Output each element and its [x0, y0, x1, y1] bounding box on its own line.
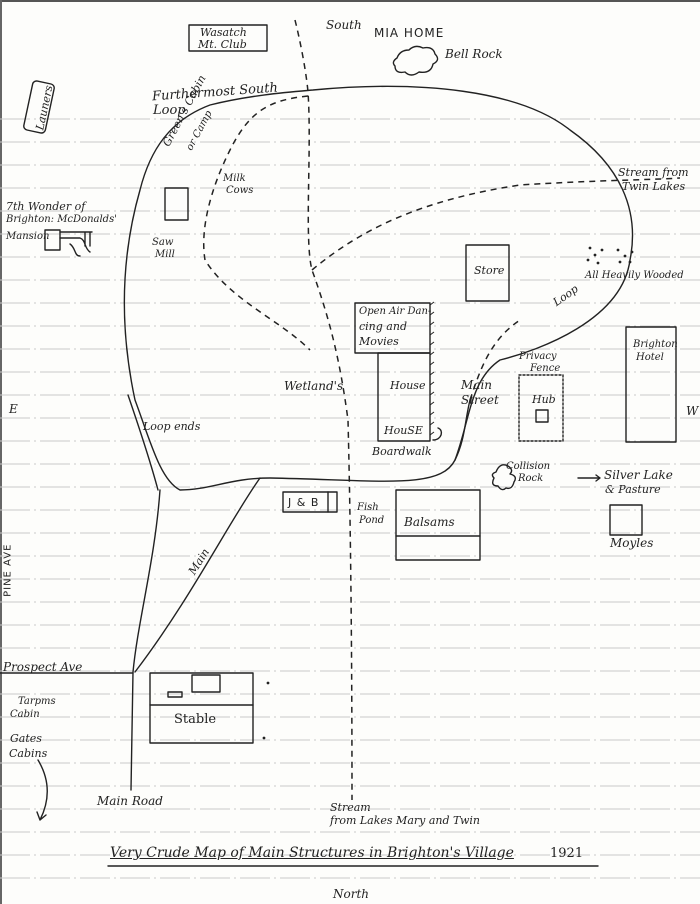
bell-rock	[392, 45, 439, 76]
label-main-road: Main Road	[97, 794, 163, 808]
label-tarpms-cabin: Cabin	[10, 709, 40, 720]
label-mt-club: Mt. Club	[198, 38, 247, 51]
compass-west: W	[686, 404, 699, 418]
label-lakes-mary-twin: from Lakes Mary and Twin	[330, 814, 480, 827]
label-fish: Fish	[357, 502, 379, 513]
jb-building	[282, 491, 338, 513]
map-year: 1921	[550, 846, 584, 861]
label-stream-from: Stream from	[618, 166, 689, 179]
stable-building	[149, 672, 254, 744]
label-bell-rock: Bell Rock	[445, 47, 503, 61]
greens-cabin-building	[164, 187, 189, 221]
label-saw: Saw	[152, 237, 174, 248]
label-house-2: HouSE	[384, 424, 423, 437]
scan-top-border	[0, 0, 700, 2]
label-jb: J & B	[288, 496, 320, 509]
house-building	[377, 352, 431, 442]
map-title: Very Crude Map of Main Structures in Bri…	[110, 845, 514, 861]
label-privacy: Privacy	[519, 351, 557, 362]
label-twin-lakes: Twin Lakes	[622, 180, 686, 193]
label-moyles: Moyles	[610, 536, 654, 550]
label-gates: Gates	[10, 732, 42, 745]
label-boardwalk: Boardwalk	[372, 445, 432, 458]
label-hub: Hub	[532, 393, 556, 406]
label-pasture: & Pasture	[605, 483, 661, 496]
label-mansion: Mansion	[6, 231, 50, 242]
label-rock: Rock	[518, 473, 544, 484]
brighton-hotel-building	[625, 326, 677, 443]
label-dancing-3: Movies	[359, 335, 399, 348]
mcdonalds-mansion	[44, 229, 61, 251]
label-wasatch: Wasatch	[200, 26, 247, 39]
label-loop-top: Loop	[153, 103, 186, 118]
launers-building	[23, 80, 55, 134]
wasatch-club-building	[188, 24, 268, 52]
label-pine-ave: PINE AVE	[2, 543, 14, 597]
label-pond: Pond	[359, 515, 385, 526]
label-tarpms: Tarpms	[18, 696, 56, 707]
label-brighton: Brighton	[633, 339, 678, 350]
label-stable: Stable	[174, 712, 217, 727]
label-store: Store	[474, 264, 505, 277]
label-milk: Milk	[223, 173, 246, 184]
label-loop-ends: Loop ends	[143, 420, 201, 433]
label-hotel: Hotel	[636, 352, 664, 363]
compass-north: North	[333, 887, 370, 901]
label-7th-wonder: 7th Wonder of	[6, 200, 86, 213]
privacy-fence	[518, 374, 564, 442]
label-stream-mary: Stream	[330, 801, 371, 814]
label-house-1: House	[390, 379, 426, 392]
collision-rock	[491, 464, 517, 491]
milk-cows-path	[202, 95, 311, 351]
label-silver-lake: Silver Lake	[604, 468, 673, 482]
stream-mary-twin	[294, 19, 353, 801]
label-main-street-1: Main	[461, 378, 493, 392]
label-wetlands: Wetland's	[284, 379, 344, 393]
left-road	[130, 489, 161, 791]
label-balsams: Balsams	[404, 515, 455, 529]
label-heavily-wooded: All Heavily Wooded	[585, 270, 684, 281]
label-dancing-1: Open Air Dan-	[359, 306, 432, 317]
label-cows: Cows	[226, 185, 254, 196]
hub-building	[535, 409, 549, 423]
label-dancing-2: cing and	[359, 320, 407, 333]
compass-east: E	[9, 402, 18, 416]
scan-left-border	[0, 0, 2, 904]
label-mcdonalds: Brighton: McDonalds'	[6, 214, 117, 225]
moyles-building	[609, 504, 643, 536]
label-fence: Fence	[530, 363, 561, 374]
label-collision: Collision	[506, 461, 551, 472]
compass-south: South	[326, 18, 362, 32]
balsams-building	[395, 489, 481, 561]
label-cabins: Cabins	[9, 747, 48, 760]
label-mill: Mill	[155, 249, 175, 260]
store-building	[465, 244, 510, 302]
main-loop-road	[123, 85, 634, 491]
label-prospect-ave: Prospect Ave	[3, 660, 83, 674]
label-main-street-2: Street	[461, 393, 499, 407]
main-diagonal-road	[134, 477, 261, 673]
label-mia-home: MIA HOME	[374, 26, 445, 40]
